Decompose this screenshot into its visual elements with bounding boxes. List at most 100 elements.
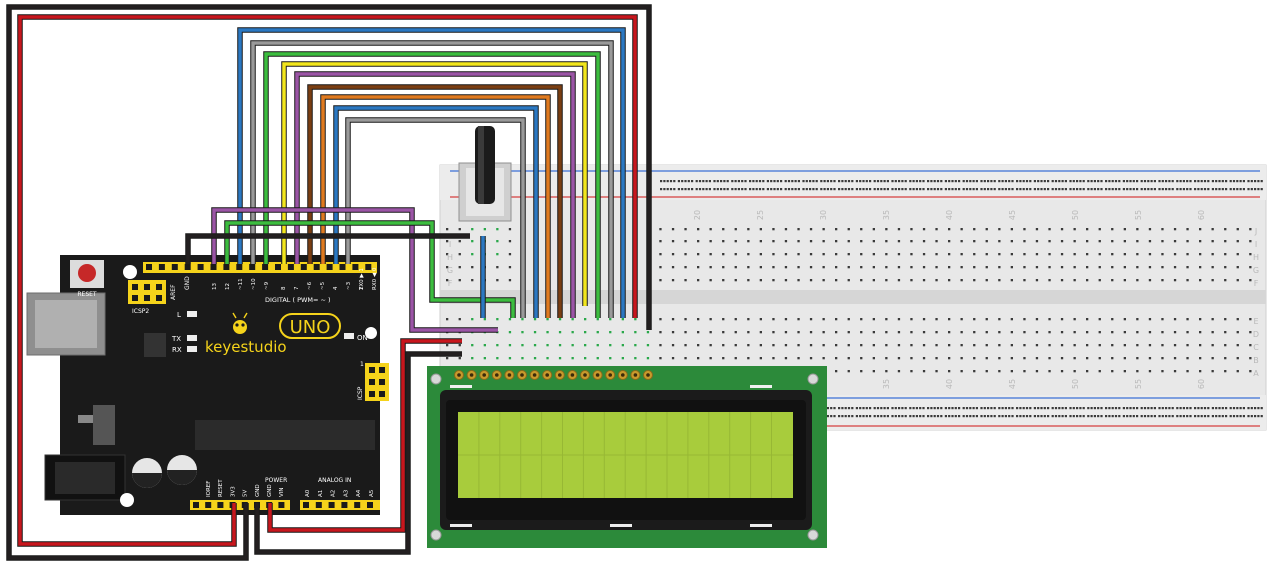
rx-label: RX xyxy=(172,346,182,354)
chip xyxy=(144,333,166,357)
breadboard-center-channel xyxy=(440,290,1266,304)
tx-led xyxy=(187,335,197,341)
breadboard-column-number: 20 xyxy=(693,210,702,220)
breadboard-column-number: 60 xyxy=(1197,210,1206,220)
voltage-regulator xyxy=(93,405,115,445)
breadboard-column-number: 35 xyxy=(882,379,891,389)
microcontroller-chip xyxy=(195,420,375,450)
breadboard-column-number: 40 xyxy=(945,210,954,220)
digital-pin-label: ~3 xyxy=(346,281,352,290)
breadboard-column-number: 25 xyxy=(756,210,765,220)
digital-pin-label: 13 xyxy=(212,283,218,290)
power-pin-label: GND xyxy=(267,484,273,497)
on-led xyxy=(344,333,354,339)
wire-blue-2 xyxy=(334,106,538,318)
power-label: POWER xyxy=(265,477,287,484)
l-led-label: L xyxy=(177,311,181,319)
power-header xyxy=(190,500,290,510)
wire-purple xyxy=(295,72,575,318)
power-pin-label: RESET xyxy=(218,479,224,497)
breadboard-column-number: 30 xyxy=(819,210,828,220)
capacitor xyxy=(132,458,162,488)
wire-yellow xyxy=(282,62,587,306)
breadboard-row-letter: F xyxy=(448,279,453,288)
wire-black-gnd xyxy=(7,5,651,560)
breadboard-column-number: 60 xyxy=(1197,379,1206,389)
wire-gray xyxy=(251,41,613,318)
breadboard-column-number: 40 xyxy=(945,379,954,389)
digital-header xyxy=(143,262,377,273)
lcd-pin-header xyxy=(454,370,653,380)
analog-pin-label: A5 xyxy=(369,489,375,497)
analog-label: ANALOG IN xyxy=(318,477,351,484)
breadboard-row-letter: B xyxy=(1253,356,1259,365)
aref-label: AREF xyxy=(170,284,177,300)
keyestudio-logo-icon xyxy=(232,312,248,334)
wire-purple-2 xyxy=(212,208,498,332)
wire-red-vin xyxy=(268,339,462,532)
digital-pin-label: TX0 ▶ 1 xyxy=(359,268,365,291)
tx-label: TX xyxy=(171,335,181,343)
wire-green xyxy=(264,52,600,318)
digital-pin-label: RX0 ◀ 0 xyxy=(372,267,378,290)
potentiometer[interactable] xyxy=(458,126,512,222)
uno-badge xyxy=(279,313,341,339)
jumper-wires xyxy=(6,4,652,561)
reset-button-cap xyxy=(78,264,96,282)
on-label: ON xyxy=(357,334,368,342)
digital-pin-label: 8 xyxy=(281,286,287,290)
analog-pin-label: A0 xyxy=(305,489,311,497)
icsp-header xyxy=(365,363,389,401)
wire-gray-2 xyxy=(346,118,525,318)
digital-pin-label: ~10 xyxy=(251,278,257,290)
wire-brown xyxy=(308,85,562,318)
breadboard-column-number: 45 xyxy=(1008,379,1017,389)
wire-blue xyxy=(238,28,625,318)
digital-label: DIGITAL ( PWM= ~ ) xyxy=(265,296,331,304)
breadboard-row-letter: C xyxy=(1253,343,1259,352)
breadboard-column-number: 50 xyxy=(1071,379,1080,389)
l-led xyxy=(187,311,197,317)
power-pin-label: IOREF xyxy=(206,481,212,497)
digital-pin-label: 2 xyxy=(359,287,365,291)
digital-pin-label: 12 xyxy=(225,283,231,290)
reset-label: RESET xyxy=(77,291,97,298)
breadboard-row-letter: H xyxy=(1253,253,1259,262)
analog-header xyxy=(300,500,380,510)
breadboard-row-letter: H xyxy=(447,253,453,262)
breadboard-row-letter: I xyxy=(1255,240,1257,249)
breadboard-column-number: 50 xyxy=(1071,210,1080,220)
breadboard-row-letter: G xyxy=(1253,266,1259,275)
breadboard-row-letter: I xyxy=(449,240,451,249)
breadboard-column-number: 45 xyxy=(1008,210,1017,220)
wire-black-pot xyxy=(186,234,470,264)
breadboard-row-letter: D xyxy=(1253,330,1259,339)
breadboard-row-letter: E xyxy=(1253,317,1258,326)
power-pin-label: 3V3 xyxy=(230,486,236,497)
wire-black-gnd-2 xyxy=(255,352,462,554)
analog-pin-label: A3 xyxy=(343,489,349,497)
breadboard-row-letter: A xyxy=(1253,369,1259,378)
power-pin-label: VIN xyxy=(279,488,285,498)
analog-pin-label: A1 xyxy=(318,490,324,497)
analog-pin-label: A2 xyxy=(331,490,337,497)
wire-green-2 xyxy=(225,221,515,318)
digital-pin-label: ~9 xyxy=(264,281,270,290)
rx-led xyxy=(187,346,197,352)
digital-pin-label: ~11 xyxy=(238,278,244,290)
breadboard-top-power-rail xyxy=(440,165,1266,200)
icsp-label: ICSP xyxy=(357,386,364,400)
digital-pin-label: 4 xyxy=(333,286,339,290)
lcd-1602-module xyxy=(427,366,827,548)
icsp2-label: ICSP2 xyxy=(132,308,149,315)
wire-red-5v xyxy=(18,15,637,546)
digital-pin-label: ~5 xyxy=(320,281,326,290)
wire-orange xyxy=(321,95,550,318)
icsp-pin1-label: 1 xyxy=(360,361,364,368)
gnd-label: GND xyxy=(184,276,191,290)
breadboard-column-number: 35 xyxy=(882,210,891,220)
digital-pin-label: ~6 xyxy=(307,281,313,290)
model-label: UNO xyxy=(290,317,331,338)
